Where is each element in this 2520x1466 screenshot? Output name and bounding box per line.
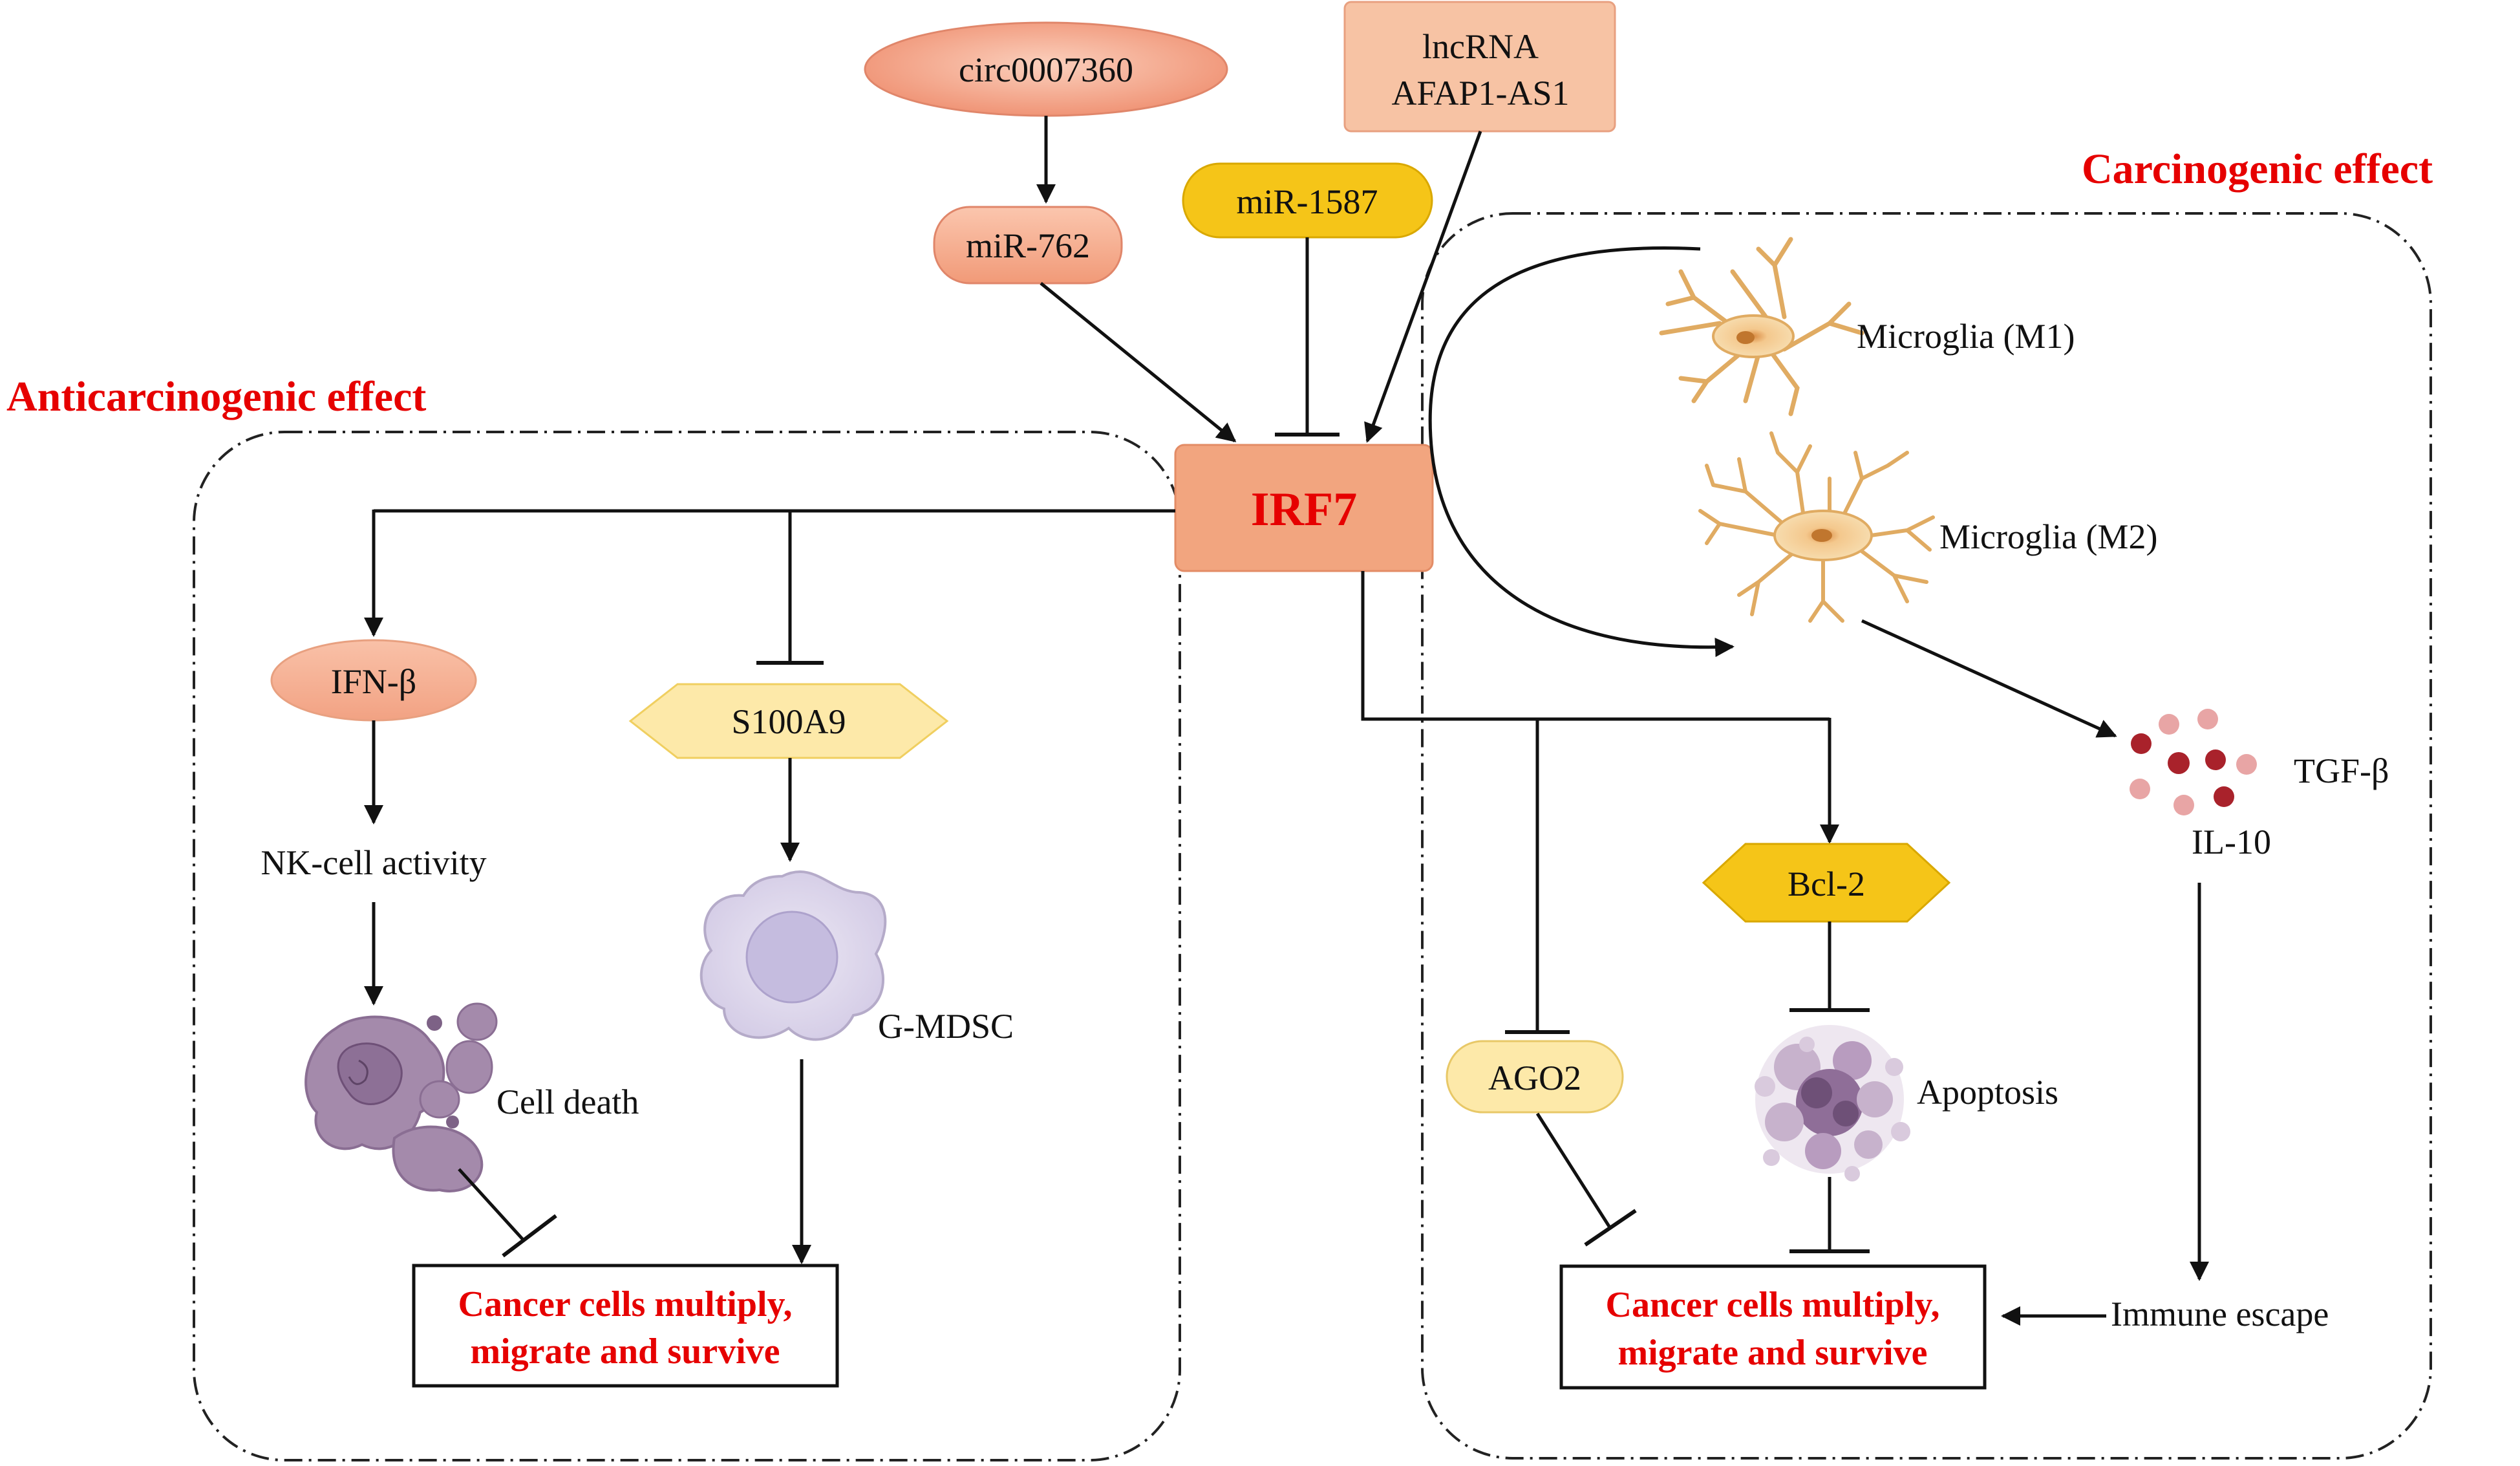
right-section-title: Carcinogenic effect xyxy=(2082,146,2433,193)
right-outcome-box xyxy=(1559,1264,1987,1390)
cell-death-label: Cell death xyxy=(497,1083,639,1121)
mir1587-label: miR-1587 xyxy=(1236,182,1378,221)
tgfb-label: TGF-β xyxy=(2294,751,2389,790)
inhibit-bar-ago2-cancer xyxy=(1584,1209,1637,1247)
ifnb-label: IFN-β xyxy=(331,662,416,701)
apoptosis-label: Apoptosis xyxy=(1917,1073,2058,1112)
irf7-label: IRF7 xyxy=(1251,483,1357,536)
curved-arrow-m1-to-m2 xyxy=(1428,246,1735,658)
gmdsc-label: G-MDSC xyxy=(878,1007,1014,1046)
irf7-node xyxy=(1174,444,1434,572)
ago2-label: AGO2 xyxy=(1488,1059,1581,1097)
arrow-mir762-to-irf7 xyxy=(1040,282,1237,442)
right-outcome-line2: migrate and survive xyxy=(1618,1333,1927,1373)
inhibit-bar-celldeath xyxy=(502,1214,557,1258)
microglia-m2-label: Microglia (M2) xyxy=(1939,517,2157,556)
inhibit-celldeath-to-cancer xyxy=(458,1168,525,1242)
s100a9-node xyxy=(628,683,949,759)
left-outcome-box xyxy=(412,1264,839,1388)
gmdsc-cell-illustration xyxy=(699,870,887,1041)
s100a9-label: S100A9 xyxy=(731,702,846,741)
microglia-m2-illustration xyxy=(1698,431,1935,623)
left-section-title: Anticarcinogenic effect xyxy=(6,373,426,420)
cytokine-dots-illustration xyxy=(2130,709,2257,815)
mir762-node xyxy=(933,206,1123,285)
carcinogenic-section-box xyxy=(1421,212,2432,1460)
microglia-m1-illustration xyxy=(1659,237,1864,416)
arrow-m2-to-tgfb xyxy=(1861,619,2117,738)
irf7-right-branch xyxy=(1361,571,1830,721)
left-outcome-line1: Cancer cells multiply, xyxy=(458,1284,793,1324)
circ0007360-label: circ0007360 xyxy=(959,50,1133,89)
arrow-lncrna-to-irf7 xyxy=(1364,131,1482,443)
microglia-m1-label: Microglia (M1) xyxy=(1857,317,2075,356)
inhibit-ago2-to-cancer xyxy=(1535,1112,1612,1229)
lncrna-label-line1: lncRNA xyxy=(1422,27,1539,66)
ago2-node xyxy=(1446,1040,1624,1114)
apoptosis-illustration xyxy=(1755,1025,1910,1181)
anticarcinogenic-section-box xyxy=(193,431,1181,1461)
immune-escape-label: Immune escape xyxy=(2111,1295,2329,1333)
mir762-label: miR-762 xyxy=(966,226,1090,265)
cell-death-illustration xyxy=(304,1002,498,1192)
lncrna-label-line2: AFAP1-AS1 xyxy=(1391,74,1569,113)
nk-activity-label: NK-cell activity xyxy=(261,843,486,882)
right-outcome-line1: Cancer cells multiply, xyxy=(1606,1285,1940,1325)
bcl2-node xyxy=(1702,843,1951,923)
il10-label: IL-10 xyxy=(2192,823,2271,861)
left-outcome-line2: migrate and survive xyxy=(470,1331,780,1372)
bcl2-label: Bcl-2 xyxy=(1788,865,1865,903)
